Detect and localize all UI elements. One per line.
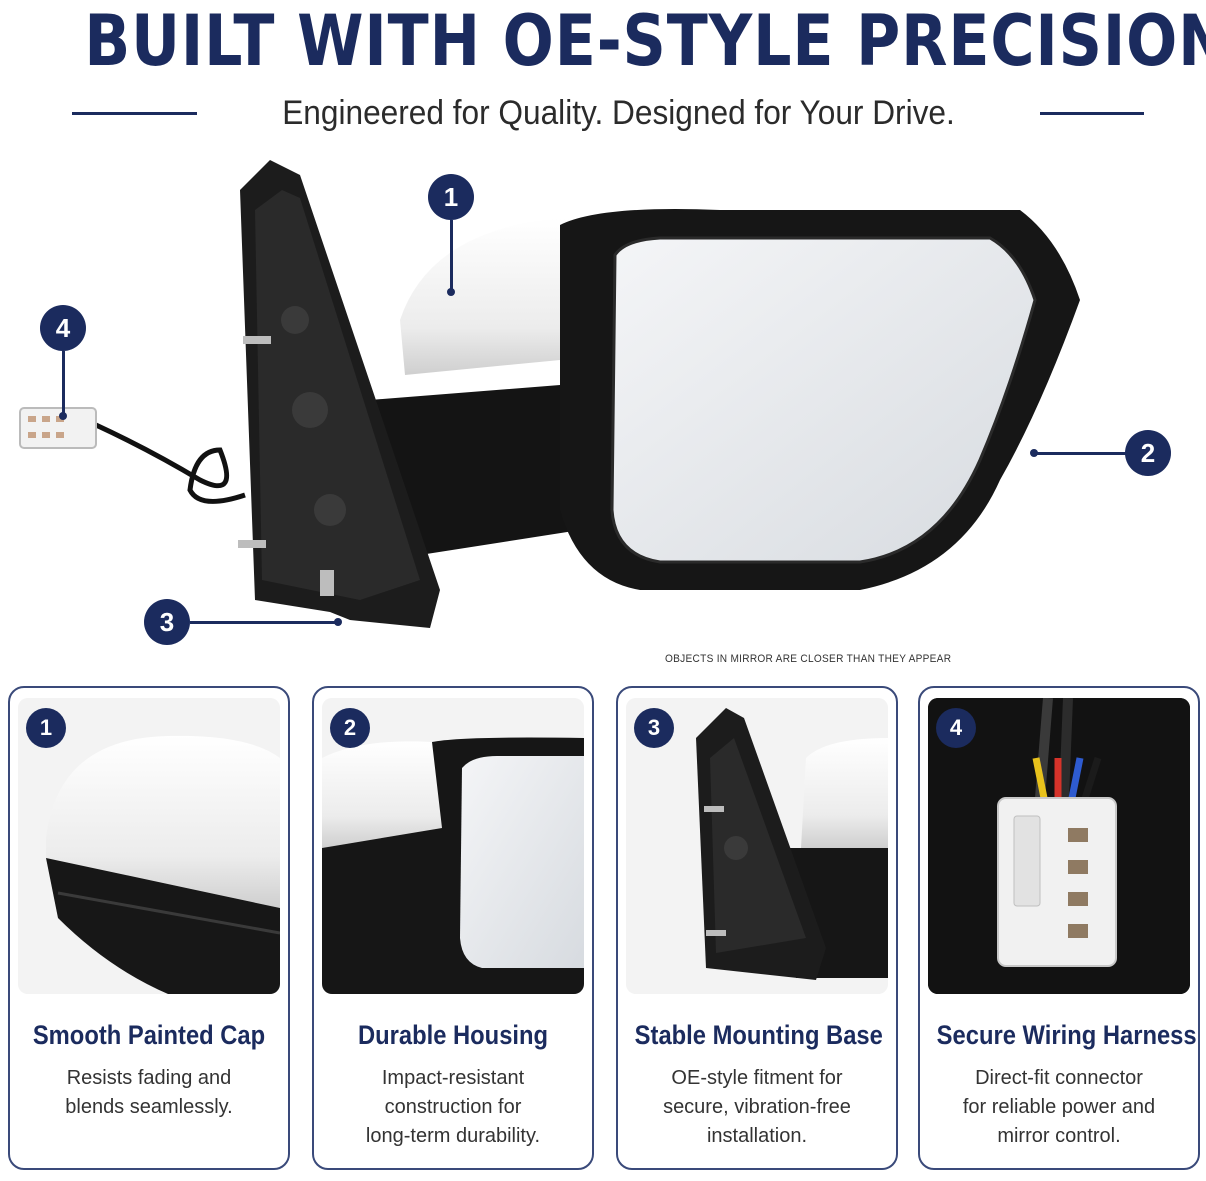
card-description-line: secure, vibration-free — [663, 1096, 851, 1118]
card-number-badge: 2 — [330, 708, 370, 748]
feature-cards: 1 Smooth Painted Cap Resists fading and … — [0, 686, 1206, 1176]
card-title: Stable Mounting Base — [634, 1020, 883, 1050]
leader-dot-2 — [1030, 449, 1038, 457]
divider-right — [1040, 112, 1144, 115]
card-description-line: long-term durability. — [365, 1125, 541, 1147]
leader-dot-1 — [447, 288, 455, 296]
feature-card-painted-cap: 1 Smooth Painted Cap Resists fading and … — [8, 686, 290, 1170]
card-description-line: blends seamlessly. — [65, 1096, 233, 1118]
page-subtitle: Engineered for Quality. Designed for You… — [282, 94, 955, 132]
card-description-line: mirror control. — [997, 1125, 1121, 1147]
leader-dot-3 — [334, 618, 342, 626]
feature-card-durable-housing: 2 Durable Housing Impact-resistant const… — [312, 686, 594, 1170]
card-description-line: for reliable power and — [962, 1096, 1156, 1118]
card-description: Impact-resistant construction for long-t… — [328, 1064, 578, 1151]
side-mirror-illustration — [19, 160, 1080, 628]
card-description: Resists fading and blends seamlessly. — [24, 1064, 274, 1122]
callout-badge-1: 1 — [428, 174, 474, 220]
leader-line-3 — [190, 621, 338, 624]
wiring-harness-photo — [928, 698, 1190, 994]
durable-housing-photo — [322, 698, 584, 994]
mounting-base-photo — [626, 698, 888, 994]
card-title: Durable Housing — [357, 1020, 549, 1050]
card-description-line: Impact-resistant — [381, 1067, 525, 1089]
mirror-warning-text: OBJECTS IN MIRROR ARE CLOSER THAN THEY A… — [665, 653, 952, 665]
card-description-line: installation. — [706, 1125, 808, 1147]
card-title: Smooth Painted Cap — [32, 1020, 266, 1050]
callout-badge-4: 4 — [40, 305, 86, 351]
card-description-line: Resists fading and — [66, 1067, 232, 1089]
subtitle-row: Engineered for Quality. Designed for You… — [0, 90, 1206, 136]
card-description: OE-style fitment for secure, vibration-f… — [632, 1064, 882, 1151]
card-title: Secure Wiring Harness — [936, 1020, 1197, 1050]
feature-card-wiring-harness: 4 Secure Wiring Harness Direct-fit conne — [918, 686, 1200, 1170]
page-title: BUILT WITH OE-STYLE PRECISION — [84, 0, 1206, 82]
feature-card-mounting-base: 3 Stable Mounting Base OE-style fitment … — [616, 686, 898, 1170]
card-number-badge: 3 — [634, 708, 674, 748]
card-number-badge: 4 — [936, 708, 976, 748]
leader-dot-4 — [59, 412, 67, 420]
card-description-line: Direct-fit connector — [975, 1067, 1143, 1089]
leader-line-2 — [1036, 452, 1126, 455]
card-number-badge: 1 — [26, 708, 66, 748]
divider-left — [72, 112, 197, 115]
painted-cap-photo — [18, 698, 280, 994]
card-description-line: construction for — [384, 1096, 522, 1118]
callout-badge-3: 3 — [144, 599, 190, 645]
card-description-line: OE-style fitment for — [671, 1067, 843, 1089]
hero-product-image: OBJECTS IN MIRROR ARE CLOSER THAN THEY A… — [0, 150, 1206, 665]
callout-badge-2: 2 — [1125, 430, 1171, 476]
leader-line-4 — [62, 351, 65, 415]
leader-line-1 — [450, 220, 453, 290]
card-description: Direct-fit connector for reliable power … — [934, 1064, 1184, 1151]
